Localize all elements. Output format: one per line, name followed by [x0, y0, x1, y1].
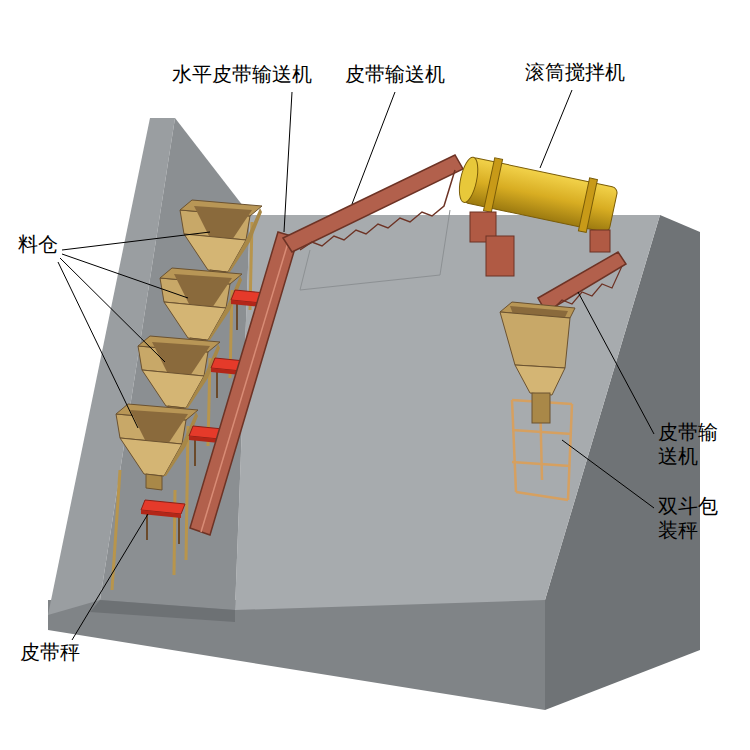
pit-floor [90, 600, 235, 622]
conveyor-truss [300, 170, 455, 250]
callout-label: 料仓 [18, 232, 58, 256]
mixer-support [486, 236, 514, 276]
discharge-conveyor [538, 252, 626, 312]
horizontal-conveyor [190, 232, 298, 535]
inclined-conveyor [283, 155, 463, 252]
callout-label: 皮带输送机 [658, 420, 719, 468]
conveyor-edge [201, 236, 290, 532]
callout-label: 皮带秤 [20, 640, 80, 664]
hopper [116, 404, 198, 490]
leader-lines [58, 90, 654, 640]
platform-front-face [48, 600, 545, 710]
mixer-support [590, 230, 610, 252]
callout-label: 双斗包装秤 [658, 494, 719, 542]
callout-label: 滚筒搅拌机 [525, 60, 625, 84]
belt-scale [141, 500, 185, 544]
packing-scale [500, 302, 575, 500]
callout-label: 水平皮带输送机 [172, 62, 312, 86]
callout-label: 皮带输送机 [345, 62, 445, 86]
platform-top-face [235, 215, 660, 610]
conveyor-truss [552, 266, 622, 310]
